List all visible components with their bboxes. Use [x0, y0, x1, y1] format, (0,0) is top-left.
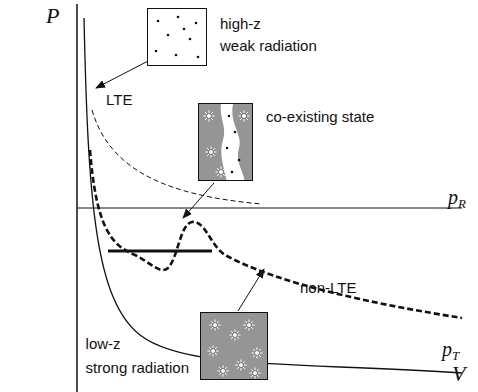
leader-arrow: [96, 60, 150, 88]
state-label: low-z: [86, 335, 121, 353]
non-lte-curve: [90, 150, 462, 318]
state-label: co-existing state: [266, 108, 374, 126]
pressure-axis: [76, 4, 78, 392]
leader-arrow: [238, 269, 264, 311]
lte-curve: [84, 18, 462, 373]
radiation-pressure-line: [77, 207, 462, 208]
curve-label: pR: [448, 186, 466, 211]
inset-box: co-existing state: [198, 103, 253, 181]
inset-box: low-zstrong radiation: [200, 312, 268, 380]
axis-label: P: [46, 4, 59, 28]
particle-picture: [199, 104, 252, 180]
particle-picture: [148, 9, 206, 65]
leader-arrow: [183, 183, 214, 218]
region-label: LTE: [106, 92, 132, 109]
particle-picture: [201, 313, 267, 379]
state-label: high-z: [220, 15, 261, 33]
inset-box: high-zweak radiation: [147, 8, 207, 66]
state-label: strong radiation: [86, 359, 189, 377]
state-label: weak radiation: [220, 37, 317, 55]
curve-label: pT: [442, 338, 459, 363]
region-label: non-LTE: [300, 280, 356, 297]
coexistence-line: [108, 250, 212, 253]
axis-label: V: [452, 362, 465, 386]
